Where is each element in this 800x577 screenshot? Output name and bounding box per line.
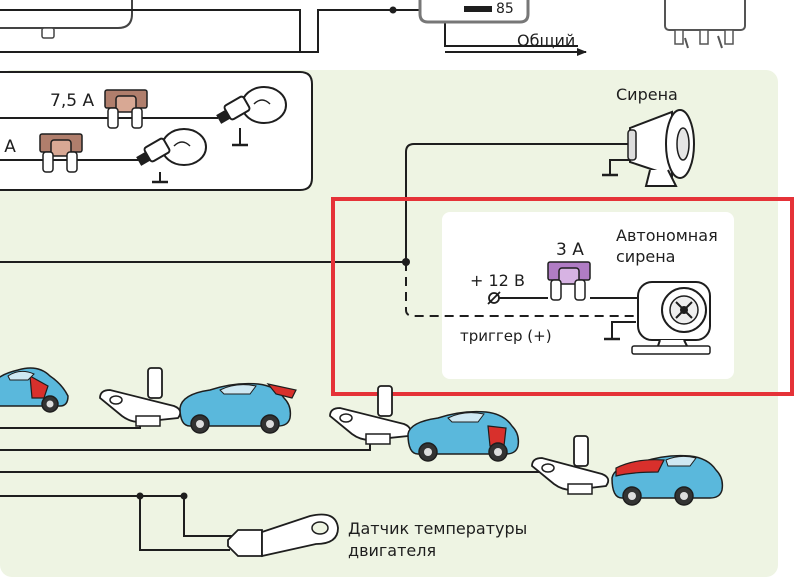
supply-wire bbox=[499, 297, 644, 338]
fuse-icon bbox=[39, 133, 83, 173]
junction-dot bbox=[136, 492, 144, 500]
car-icon bbox=[611, 454, 724, 506]
siren-wires bbox=[0, 143, 632, 263]
fuse-lower-label: 5 А bbox=[0, 137, 16, 157]
siren-label: Сирена bbox=[616, 85, 678, 104]
fuse-upper-label: 7,5 А bbox=[50, 91, 94, 111]
fuse-icon bbox=[547, 261, 591, 301]
fuse-icon bbox=[104, 89, 148, 129]
temp-sensor-label-line2: двигателя bbox=[348, 541, 436, 560]
door-pin-switch-icon bbox=[329, 385, 412, 445]
junction-dot bbox=[389, 6, 397, 14]
siren-horn-icon bbox=[627, 109, 695, 187]
bulb-icon bbox=[136, 128, 207, 166]
standalone-siren-label-line1: Автономная bbox=[616, 226, 718, 245]
control-unit-tab bbox=[41, 27, 55, 39]
trigger-label: триггер (+) bbox=[460, 327, 552, 345]
ring-terminal-sensor-icon bbox=[227, 513, 339, 558]
junction-dot bbox=[180, 492, 188, 500]
supply-voltage-label: + 12 В bbox=[470, 271, 525, 290]
car-icon bbox=[179, 382, 297, 434]
door-pin-switch-icon bbox=[99, 367, 182, 427]
fuse-siren-label: 3 А bbox=[556, 240, 584, 260]
bulb-icon bbox=[216, 86, 287, 124]
temp-sensor-label-line1: Датчик температуры bbox=[348, 519, 527, 538]
control-unit-outline bbox=[0, 0, 133, 29]
trigger-wire bbox=[405, 262, 640, 317]
car-icon bbox=[407, 410, 520, 462]
terminal-icon bbox=[487, 291, 501, 305]
car-icon bbox=[0, 367, 69, 413]
standalone-siren-label-line2: сирена bbox=[616, 247, 675, 266]
relay-box bbox=[418, 0, 530, 24]
door-pin-switch-icon bbox=[531, 435, 610, 495]
standalone-siren-icon bbox=[631, 281, 711, 355]
relay-pin-label: 85 bbox=[496, 1, 514, 17]
relay-module bbox=[664, 0, 746, 49]
highlight-box bbox=[331, 197, 794, 396]
common-ground-label: Общий bbox=[517, 31, 575, 50]
